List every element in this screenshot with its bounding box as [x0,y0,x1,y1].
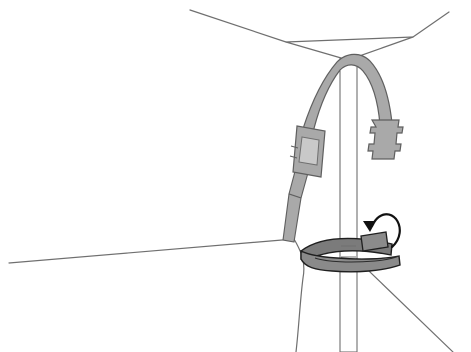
wrap-direction-arrow [363,213,401,249]
frame-pole [339,57,358,352]
tent-wall-edges [8,238,454,352]
side-release-buckle [289,119,404,178]
hook-and-loop-fastener [300,231,401,273]
tent-roof-edges [189,9,450,61]
